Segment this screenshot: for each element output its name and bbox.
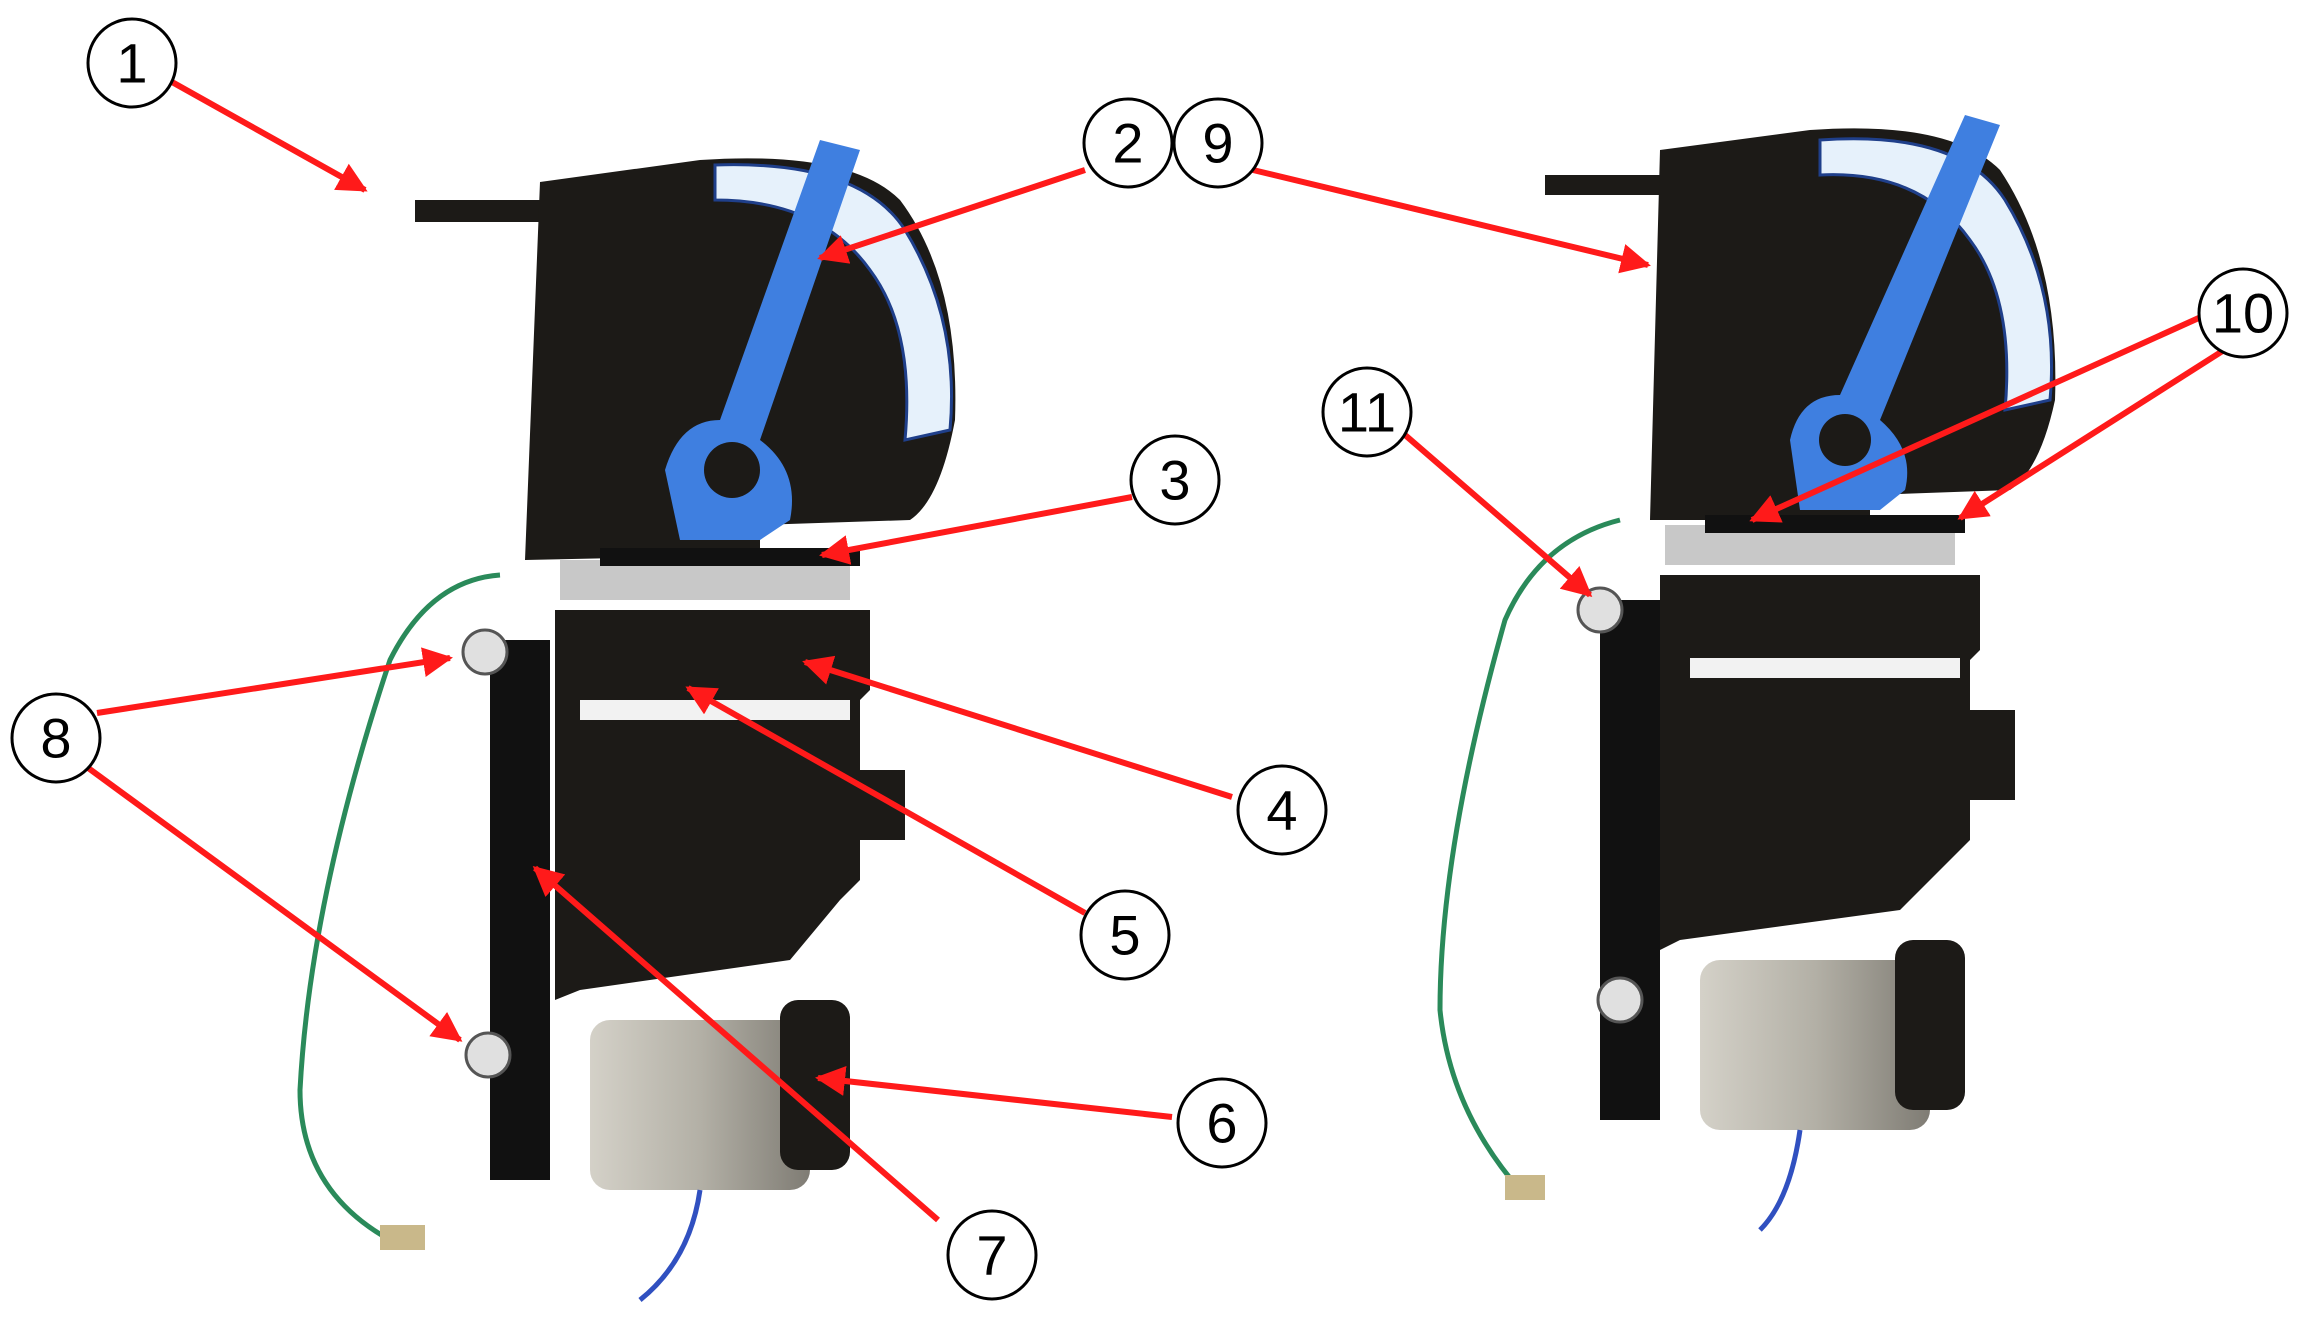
arrow-3 <box>819 494 1133 565</box>
callout-7: 7 <box>946 1209 1038 1301</box>
callout-7-label: 7 <box>976 1224 1007 1287</box>
right-motor-wires <box>1758 1129 1803 1232</box>
arrow-6 <box>815 1066 1173 1120</box>
left-blue-lever <box>665 140 860 540</box>
arrows <box>78 79 2234 1223</box>
right-top-pulley <box>1576 586 1624 634</box>
left-lever-hub <box>704 442 760 498</box>
left-wire-terminal <box>380 1225 425 1250</box>
arrow-10b <box>1957 342 2234 521</box>
arrow-1 <box>170 79 368 193</box>
right-brush-rail <box>1705 515 1965 533</box>
left-motor-endcap <box>780 1000 850 1170</box>
callout-1-label: 1 <box>116 32 147 95</box>
arrow-7 <box>532 865 940 1223</box>
right-blue-lever <box>1790 115 2000 510</box>
callout-5: 5 <box>1079 889 1171 981</box>
right-wire-terminal <box>1505 1175 1545 1200</box>
callout-9-label: 9 <box>1202 112 1233 175</box>
callout-1: 1 <box>86 17 178 109</box>
left-motor-can <box>590 1020 810 1190</box>
left-bottom-pulley <box>464 1031 512 1079</box>
right-ground-wire <box>1437 517 1621 1192</box>
callout-10-label: 10 <box>2212 282 2274 345</box>
left-brush-strip <box>560 560 850 600</box>
callout-8-label: 8 <box>40 707 71 770</box>
arrow-4 <box>802 655 1233 800</box>
callout-10: 10 <box>2197 267 2289 359</box>
right-motor-can <box>1700 960 1930 1130</box>
arrow-2 <box>817 167 1086 264</box>
right-lever-hub <box>1819 414 1871 466</box>
callout-11: 11 <box>1321 366 1413 458</box>
callout-3: 3 <box>1129 434 1221 526</box>
arrow-8a <box>96 647 453 716</box>
arrow-9 <box>1252 167 1651 274</box>
arrow-10a <box>1749 309 2214 523</box>
right-coin-slot <box>1690 658 1960 678</box>
right-bottom-pulley <box>1596 976 1644 1024</box>
callout-4-label: 4 <box>1266 779 1297 842</box>
callout-4: 4 <box>1236 764 1328 856</box>
callout-3-label: 3 <box>1159 449 1190 512</box>
callout-11-label: 11 <box>1338 381 1396 444</box>
left-assembly <box>297 140 956 1302</box>
arrow-8b <box>78 759 463 1043</box>
left-top-pulley <box>461 628 509 676</box>
arrow-5 <box>685 685 1087 916</box>
callout-9: 9 <box>1172 97 1264 189</box>
arrow-11 <box>1395 425 1593 598</box>
left-top-tab <box>415 200 545 222</box>
callout-2-label: 2 <box>1112 112 1143 175</box>
callout-6-label: 6 <box>1206 1092 1237 1155</box>
right-motor-endcap <box>1895 940 1965 1110</box>
left-brush-rail <box>600 548 860 566</box>
right-belt-rail <box>1600 600 1660 1120</box>
left-ground-wire <box>297 572 501 1243</box>
callout-2: 2 <box>1082 97 1174 189</box>
callout-8: 8 <box>10 692 102 784</box>
callout-5-label: 5 <box>1109 904 1140 967</box>
right-main-body <box>1660 575 1980 950</box>
right-top-tab <box>1545 175 1665 195</box>
callout-6: 6 <box>1176 1077 1268 1169</box>
right-side-tab <box>1970 710 2015 800</box>
right-assembly <box>1437 115 2056 1232</box>
left-motor-wires <box>638 1189 703 1302</box>
left-belt-rail <box>490 640 550 1180</box>
